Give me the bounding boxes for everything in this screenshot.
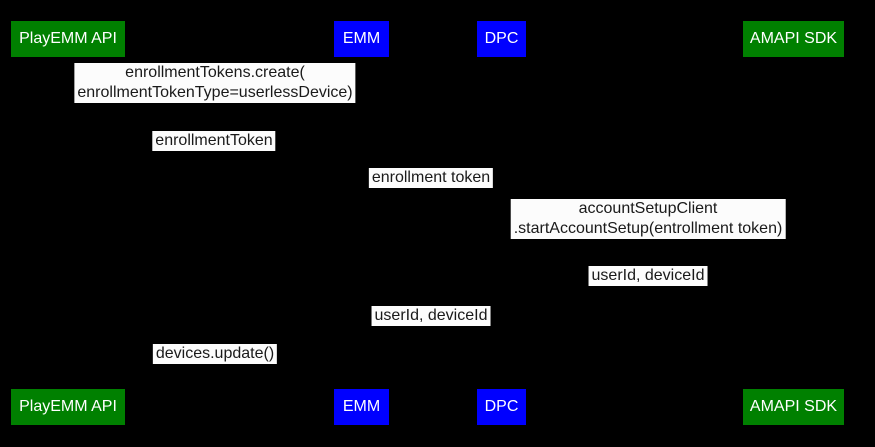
actor-label: EMM bbox=[342, 30, 381, 47]
actor-label: DPC bbox=[484, 30, 519, 47]
message-start-account-setup: accountSetupClient .startAccountSetup(en… bbox=[510, 199, 786, 239]
actor-emm-bottom: EMM bbox=[334, 389, 389, 425]
message-line: accountSetupClient bbox=[578, 200, 718, 217]
actor-label: EMM bbox=[342, 398, 381, 415]
message-line: enrollment token bbox=[371, 169, 491, 186]
message-line: userId, deviceId bbox=[374, 307, 488, 324]
actor-amapi-sdk-bottom: AMAPI SDK bbox=[743, 389, 844, 425]
message-line: .startAccountSetup(entrollment token) bbox=[513, 220, 783, 237]
message-line: enrollmentTokens.create( bbox=[125, 64, 305, 81]
message-enrollment-token: enrollment token bbox=[368, 168, 494, 188]
actor-playemm-api-bottom: PlayEMM API bbox=[11, 389, 125, 425]
actor-label: PlayEMM API bbox=[19, 30, 117, 47]
actor-dpc-top: DPC bbox=[477, 21, 526, 57]
actor-playemm-api-top: PlayEMM API bbox=[11, 21, 125, 57]
message-enrollmenttokens-create: enrollmentTokens.create( enrollmentToken… bbox=[74, 63, 356, 103]
actor-label: AMAPI SDK bbox=[749, 398, 838, 415]
actor-emm-top: EMM bbox=[334, 21, 389, 57]
actor-label: DPC bbox=[484, 398, 519, 415]
message-devices-update: devices.update() bbox=[152, 344, 278, 364]
message-line: enrollmentTokenType=userlessDevice) bbox=[77, 84, 353, 101]
actor-label: PlayEMM API bbox=[19, 398, 117, 415]
message-userid-deviceid-1: userId, deviceId bbox=[588, 266, 708, 286]
message-line: devices.update() bbox=[155, 345, 275, 362]
actor-label: AMAPI SDK bbox=[749, 30, 838, 47]
message-line: enrollmentToken bbox=[155, 132, 273, 149]
actor-dpc-bottom: DPC bbox=[477, 389, 526, 425]
message-userid-deviceid-2: userId, deviceId bbox=[371, 306, 491, 326]
message-line: userId, deviceId bbox=[591, 267, 705, 284]
message-enrollmenttoken: enrollmentToken bbox=[152, 131, 276, 151]
actor-amapi-sdk-top: AMAPI SDK bbox=[743, 21, 844, 57]
